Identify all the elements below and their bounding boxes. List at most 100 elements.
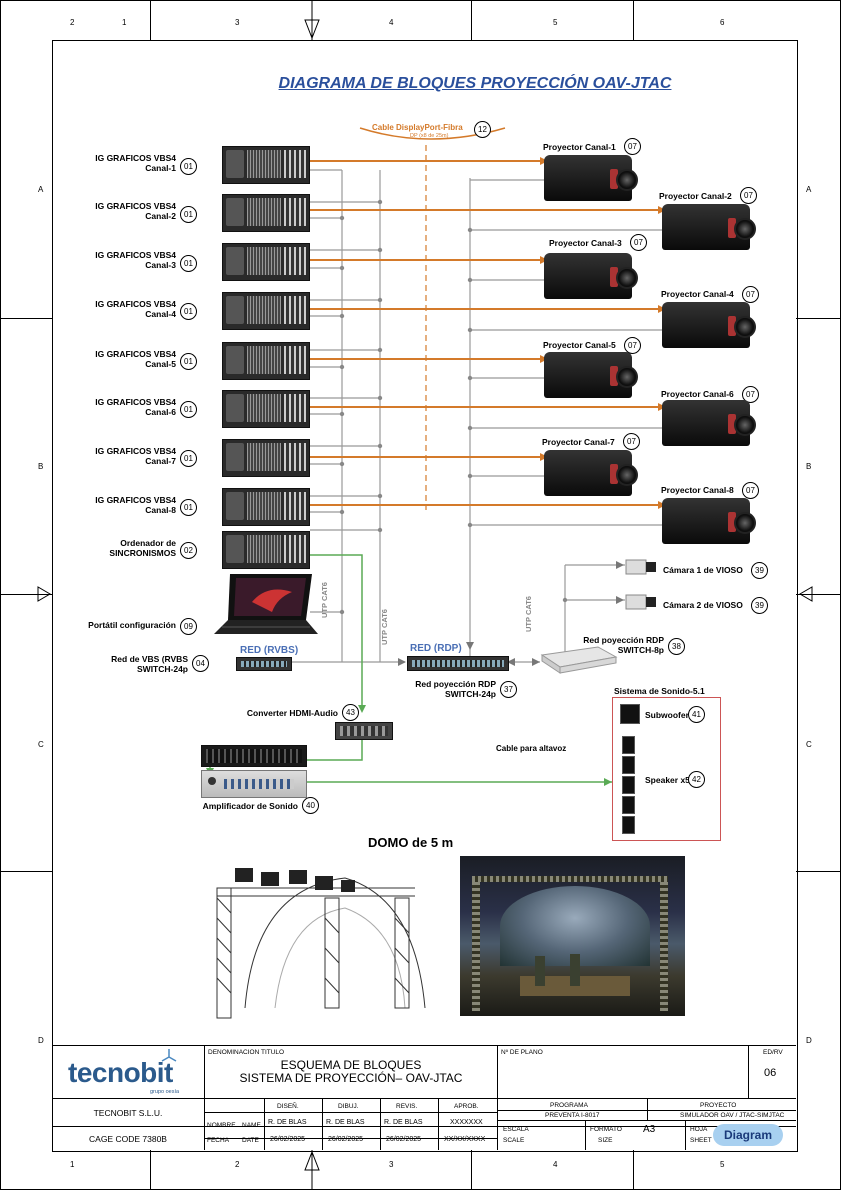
ig-num-5: 01 <box>180 353 197 370</box>
ig-pc-4 <box>222 292 310 330</box>
ruler-right-c: C <box>806 740 812 749</box>
h-aprob: APROB. <box>454 1103 479 1110</box>
rvbs-num: 04 <box>192 655 209 672</box>
proyecto-value: SIMULADOR OAV / JTAC-SIMJTAC <box>680 1112 785 1119</box>
programa-label: PROGRAMA <box>550 1102 588 1109</box>
proj-label-8: Proyector Canal-8 <box>661 485 734 495</box>
proj-num-6: 07 <box>742 386 759 403</box>
company-name: TECNOBIT S.L.U. <box>93 1108 163 1118</box>
date-revis: 26/02/2025 <box>386 1136 422 1143</box>
proj-num-8: 07 <box>742 482 759 499</box>
utp-label-3: UTP CAT6 <box>524 596 533 632</box>
ruler-left-c: C <box>38 740 44 749</box>
h-dibuj: DIBUJ. <box>338 1103 359 1110</box>
subwoofer-label: Subwoofer <box>645 710 689 720</box>
sheet-label: SHEET <box>690 1137 712 1144</box>
ruler-bottom-1: 1 <box>70 1160 75 1169</box>
amp-unit <box>201 770 307 798</box>
ruler-top-6: 6 <box>720 18 725 27</box>
rdp-switch-8p <box>540 646 618 674</box>
proj-label-4: Proyector Canal-4 <box>661 289 734 299</box>
dome-structure-drawing <box>216 868 426 1019</box>
denom-line1: ESQUEMA DE BLOQUES <box>280 1058 422 1072</box>
size-label: SIZE <box>598 1137 613 1144</box>
subwoofer-icon <box>620 704 640 724</box>
date-dibuj: 26/02/2025 <box>328 1136 364 1143</box>
projector-6 <box>662 400 756 446</box>
proj-num-1: 07 <box>624 138 641 155</box>
rdp-switch-24p <box>407 656 509 671</box>
proj-label-7: Proyector Canal-7 <box>542 437 615 447</box>
denom-label: DENOMINACION TITULO <box>208 1049 285 1056</box>
ig-pc-1 <box>222 146 310 184</box>
laptop-num: 09 <box>180 618 197 635</box>
ruler-top-1: 2 <box>70 18 75 27</box>
name-aprob: XXXXXXX <box>450 1119 483 1126</box>
diagram-title: DIAGRAMA DE BLOQUES PROYECCIÓN OAV-JTAC <box>278 75 672 92</box>
speaker-icon-5 <box>622 816 635 834</box>
scale-label: SCALE <box>503 1137 525 1144</box>
proj-num-4: 07 <box>742 286 759 303</box>
proj-label-5: Proyector Canal-5 <box>543 340 616 350</box>
ig-pc-8 <box>222 488 310 526</box>
projector-3 <box>544 253 638 299</box>
proj-num-3: 07 <box>630 234 647 251</box>
proj-num-7: 07 <box>623 433 640 450</box>
logo-tagline: grupo oesía <box>150 1089 180 1095</box>
diagram-badge[interactable]: Diagram <box>713 1124 783 1146</box>
utp-label-2: UTP CAT6 <box>380 609 389 645</box>
projector-5 <box>544 352 638 398</box>
subwoofer-num: 41 <box>688 706 705 723</box>
proj-num-5: 07 <box>624 337 641 354</box>
camera-1-label: Cámara 1 de VIOSO <box>663 565 743 575</box>
rdp-num: 37 <box>500 681 517 698</box>
ig-num-8: 01 <box>180 499 197 516</box>
ruler-left-d: D <box>38 1036 44 1045</box>
ig-num-1: 01 <box>180 158 197 175</box>
ruler-right-d: D <box>806 1036 812 1045</box>
ig-pc-6 <box>222 390 310 428</box>
ig-num-2: 01 <box>180 206 197 223</box>
speaker-icon-1 <box>622 736 635 754</box>
projector-8 <box>662 498 756 544</box>
dp-cable-num: 12 <box>474 121 491 138</box>
proj-label-2: Proyector Canal-2 <box>659 191 732 201</box>
projector-1 <box>544 155 638 201</box>
camera-2-icon <box>625 594 656 610</box>
name-dibuj: R. DE BLAS <box>326 1119 365 1126</box>
amp-top-unit <box>201 745 307 767</box>
escala-label: ESCALA <box>503 1126 529 1133</box>
ruler-bottom-5: 5 <box>720 1160 725 1169</box>
speaker-label: Speaker x5 <box>645 775 690 785</box>
speaker-icon-3 <box>622 776 635 794</box>
proj-label-1: Proyector Canal-1 <box>543 142 616 152</box>
ruler-left-b: B <box>38 462 44 471</box>
ig-pc-7 <box>222 439 310 477</box>
converter-device <box>335 722 393 740</box>
sound-system-title: Sistema de Sonido-5.1 <box>614 686 705 696</box>
ed-label: ED/RV <box>763 1049 783 1056</box>
amp-num: 40 <box>302 797 319 814</box>
converter-label: Converter HDMI-Audio <box>246 708 338 718</box>
dp-cable-label: Cable DisplayPort-Fibra <box>372 123 463 132</box>
ruler-top-3: 3 <box>235 18 240 27</box>
rvbs-switch <box>236 657 292 671</box>
converter-num: 43 <box>342 704 359 721</box>
speaker-icon-2 <box>622 756 635 774</box>
ed-value: 06 <box>764 1067 777 1079</box>
inner-frame <box>52 40 798 1152</box>
speaker-num: 42 <box>688 771 705 788</box>
ig-num-6: 01 <box>180 401 197 418</box>
denom-line2: SISTEMA DE PROYECCIÓN– OAV-JTAC <box>239 1071 463 1085</box>
sync-num: 02 <box>180 542 197 559</box>
ig-num-7: 01 <box>180 450 197 467</box>
